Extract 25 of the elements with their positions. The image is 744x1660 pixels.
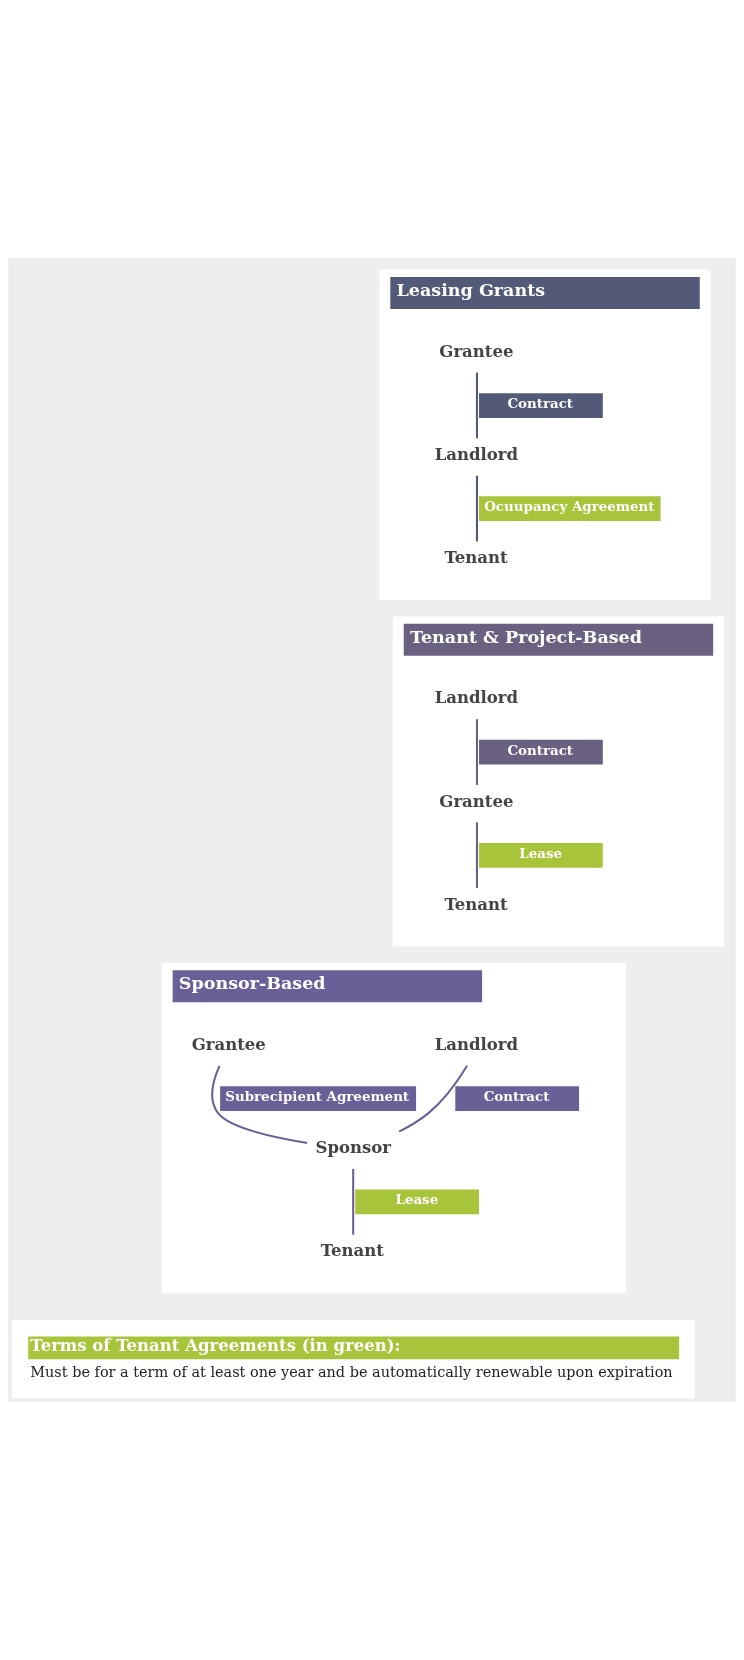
connector: [211, 1065, 308, 1145]
node-text: Grantee: [191, 1035, 266, 1055]
connector: [475, 822, 478, 889]
edge-label: Lease: [519, 844, 562, 861]
connector: [475, 719, 478, 785]
node-text: Tenant: [320, 1241, 384, 1261]
edge-label: Subrecipient Agreement: [225, 1088, 410, 1105]
edge-label: Ocuupancy Agreement: [484, 498, 655, 515]
connector: [475, 372, 478, 439]
edge-label: Contract: [507, 394, 574, 411]
node-text: Grantee: [439, 791, 514, 811]
node-text: Tenant: [444, 548, 508, 568]
node-text: Sponsor: [315, 1138, 391, 1158]
edge-label: Contract: [483, 1088, 550, 1105]
connector: [398, 1065, 468, 1133]
node-text: Landlord: [434, 444, 519, 464]
connector: [352, 1168, 355, 1235]
node-text: Tenant: [444, 894, 508, 914]
edge-label: Contract: [507, 741, 574, 758]
node-text: Landlord: [434, 688, 519, 708]
connector: [475, 475, 478, 542]
node-box: Terms of Tenant Agreements (in green): Must be for a term of at least one year and be automatically renewable upon expiration: [11, 1320, 695, 1399]
node-text: Landlord: [434, 1035, 519, 1055]
edge-label: Lease: [395, 1191, 439, 1208]
node-text: Grantee: [439, 341, 514, 361]
